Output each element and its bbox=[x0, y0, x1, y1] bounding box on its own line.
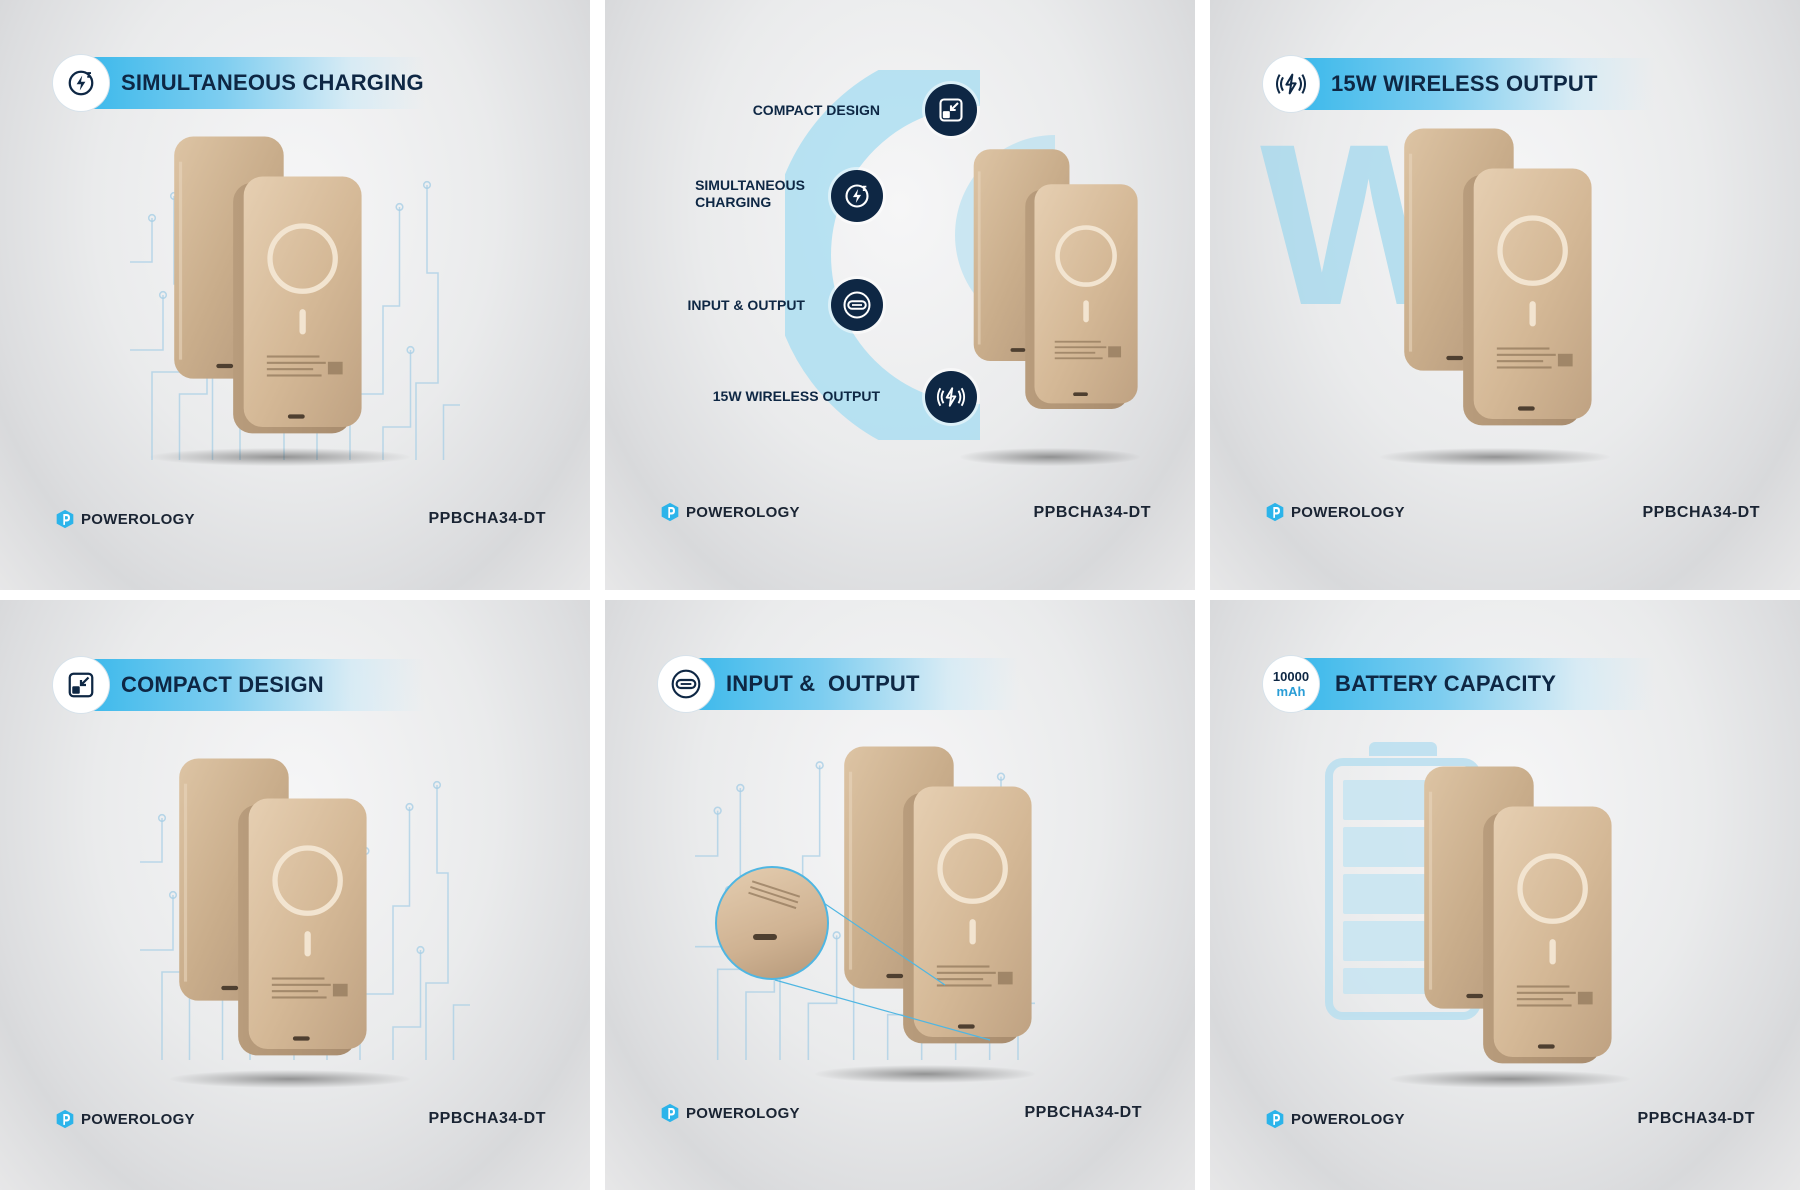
capacity-badge: 10000 mAh bbox=[1273, 669, 1309, 699]
feature-title-pill: INPUT & OUTPUT bbox=[658, 656, 1020, 712]
feature-title: 15W WIRELESS OUTPUT bbox=[1331, 71, 1598, 96]
feature-panel-simultaneous-charging: SIMULTANEOUS CHARGING POWEROLOGY PPBCHA3… bbox=[0, 0, 590, 590]
product-shadow bbox=[150, 448, 410, 466]
port-zoom-callout bbox=[715, 866, 829, 980]
feature-title: INPUT & OUTPUT bbox=[726, 671, 920, 696]
battery-icon: 10000 mAh bbox=[1263, 656, 1319, 712]
brand-name: POWEROLOGY bbox=[1291, 503, 1405, 521]
feature-panel-input-output: INPUT & OUTPUT POWEROLOGY PPBCHA34-DT bbox=[605, 600, 1195, 1190]
label-detail bbox=[751, 880, 801, 898]
feature-title: BATTERY CAPACITY bbox=[1335, 671, 1557, 696]
powerology-logo-icon bbox=[55, 508, 75, 530]
powerology-logo-icon bbox=[55, 1108, 75, 1130]
model-number: PPBCHA34-DT bbox=[1642, 504, 1760, 521]
feature-label-15w-wireless: 15W WIRELESS OUTPUT bbox=[712, 388, 880, 404]
feature-label-input-output: INPUT & OUTPUT bbox=[687, 297, 805, 313]
powerology-logo-icon bbox=[1265, 501, 1285, 523]
feature-title: SIMULTANEOUS CHARGING bbox=[121, 70, 424, 95]
compact-arrow-icon bbox=[53, 657, 109, 713]
brand-name: POWEROLOGY bbox=[686, 503, 800, 521]
feature-arc bbox=[785, 70, 981, 440]
power-bank-image bbox=[1420, 758, 1620, 1074]
brand-logo: POWEROLOGY bbox=[1265, 501, 1405, 523]
wireless-bolt-icon bbox=[1263, 56, 1319, 112]
capacity-value: 10000 bbox=[1272, 669, 1310, 684]
feature-panel-compact-design: COMPACT DESIGN POWEROLOGY PPBCHA34-DT bbox=[0, 600, 590, 1190]
model-number: PPBCHA34-DT bbox=[1637, 1110, 1755, 1127]
model-number: PPBCHA34-DT bbox=[428, 510, 546, 527]
product-shadow bbox=[170, 1070, 410, 1088]
product-shadow bbox=[1390, 1070, 1630, 1088]
brand-logo: POWEROLOGY bbox=[660, 501, 800, 523]
feature-title-pill: SIMULTANEOUS CHARGING bbox=[53, 55, 425, 111]
usb-port-detail bbox=[753, 934, 777, 940]
power-bank-image bbox=[1400, 118, 1600, 438]
usb-port-icon bbox=[831, 279, 883, 331]
brand-logo: POWEROLOGY bbox=[55, 1108, 195, 1130]
feature-label-simultaneous-charging: SIMULTANEOUS CHARGING bbox=[695, 177, 805, 210]
feature-title-pill: 15W WIRELESS OUTPUT bbox=[1263, 56, 1655, 112]
powerology-logo-icon bbox=[1265, 1108, 1285, 1130]
brand-name: POWEROLOGY bbox=[1291, 1110, 1405, 1128]
feature-label-compact-design: COMPACT DESIGN bbox=[752, 102, 880, 118]
brand-logo: POWEROLOGY bbox=[1265, 1108, 1405, 1130]
powerology-logo-icon bbox=[660, 501, 680, 523]
usb-port-icon bbox=[658, 656, 714, 712]
product-shadow bbox=[815, 1065, 1035, 1083]
product-shadow bbox=[1380, 448, 1610, 466]
capacity-unit: mAh bbox=[1276, 684, 1306, 699]
power-bank-image bbox=[970, 135, 1145, 425]
model-number: PPBCHA34-DT bbox=[1033, 504, 1151, 521]
brand-logo: POWEROLOGY bbox=[660, 1102, 800, 1124]
product-shadow bbox=[960, 448, 1140, 466]
brand-logo: POWEROLOGY bbox=[55, 508, 195, 530]
model-number: PPBCHA34-DT bbox=[1024, 1104, 1142, 1121]
brand-name: POWEROLOGY bbox=[81, 510, 195, 528]
power-bank-image bbox=[175, 750, 375, 1066]
feature-title-pill: 10000 mAh BATTERY CAPACITY bbox=[1263, 656, 1655, 712]
charging-plug-icon bbox=[831, 170, 883, 222]
brand-name: POWEROLOGY bbox=[81, 1110, 195, 1128]
feature-title: COMPACT DESIGN bbox=[121, 672, 324, 697]
power-bank-image bbox=[170, 128, 370, 444]
feature-panel-battery-capacity: 10000 mAh BATTERY CAPACITY POWEROLOGY PP… bbox=[1210, 600, 1800, 1190]
battery-terminal bbox=[1369, 742, 1437, 756]
wireless-bolt-icon bbox=[925, 371, 977, 423]
brand-name: POWEROLOGY bbox=[686, 1104, 800, 1122]
feature-panel-overview: COMPACT DESIGN SIMULTANEOUS CHARGING INP… bbox=[605, 0, 1195, 590]
charging-plug-icon bbox=[53, 55, 109, 111]
feature-panel-wireless-output: W 15W WIRELESS OUTPUT POWEROLOGY PPBCHA3… bbox=[1210, 0, 1800, 590]
feature-title-pill: COMPACT DESIGN bbox=[53, 657, 425, 713]
model-number: PPBCHA34-DT bbox=[428, 1110, 546, 1127]
compact-arrow-icon bbox=[925, 84, 977, 136]
powerology-logo-icon bbox=[660, 1102, 680, 1124]
